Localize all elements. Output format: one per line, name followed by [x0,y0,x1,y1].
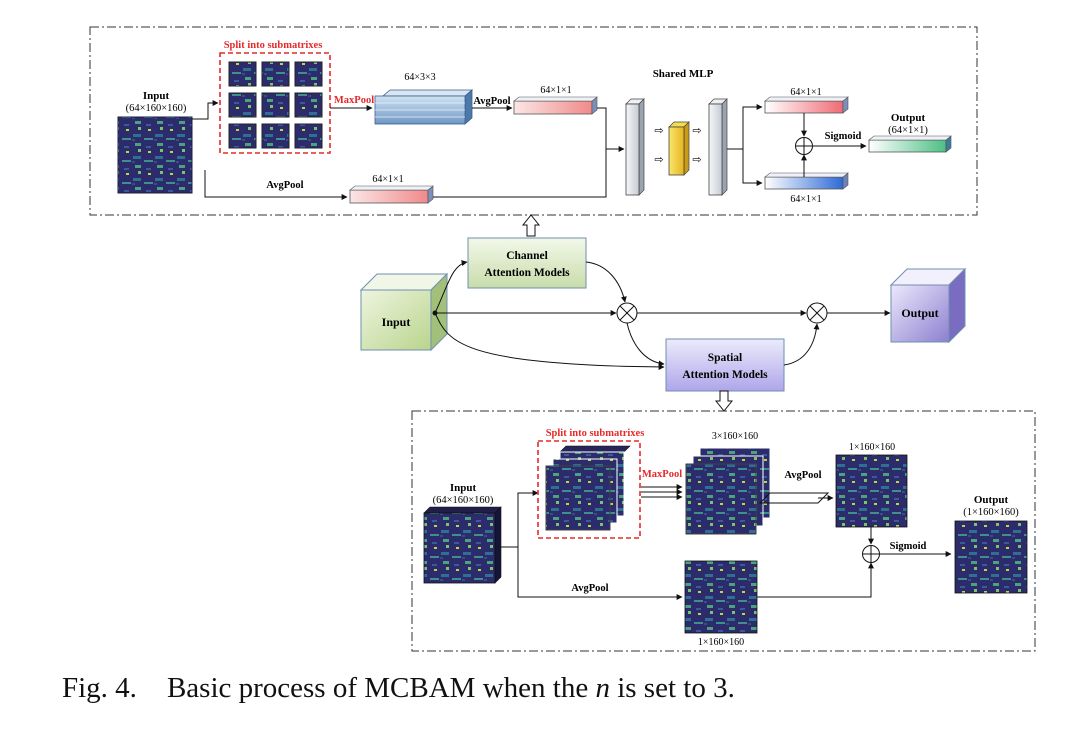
mlp-out-top-vector [764,96,849,114]
channel-output-dims: (64×1×1) [888,125,928,136]
channel-split-label: Split into submatrixes [224,40,323,51]
spatial-avgpool-sub-label: AvgPool [784,470,821,481]
multiply-node-2 [806,302,828,324]
spatial-sigmoid-label: Sigmoid [890,541,927,552]
spatial-avgpool-main-label: AvgPool [571,583,608,594]
main-output-cube [889,267,967,344]
svg-text:⇨: ⇨ [654,153,663,166]
channel-sum-node [795,137,813,155]
channel-output-label: Output [891,112,926,124]
channel-input-dims: (64×160×160) [126,103,187,114]
channel-input-heatmap [117,116,193,194]
mlp-out-bottom-dims: 64×1×1 [790,194,821,205]
channel-input-label: Input [143,90,170,102]
channel-panel-border [89,26,978,216]
spatial-avgpool-sub-map [835,454,908,528]
channel-split-box [219,52,331,154]
figure-caption: Fig. 4. Basic process of MCBAM when the n… [62,672,735,705]
spatial-maxpool-label: MaxPool [642,469,682,480]
channel-avgpool-main-label: AvgPool [266,180,303,191]
spatial-submatrix-stack [545,445,631,531]
expand-up-arrow-icon [521,214,541,237]
caption-text-before: Basic process of MCBAM when the [166,672,596,704]
channel-sigmoid-label: Sigmoid [825,131,862,142]
channel-maxpool-block [374,89,474,125]
channel-vector-maxpath [513,96,598,115]
spatial-panel-border [411,410,1036,652]
spatial-attention-line2: Attention Models [682,369,768,381]
channel-avgpool-sub-label: AvgPool [473,96,510,107]
svg-text:⇨: ⇨ [692,153,701,166]
channel-attention-line1: Channel [506,250,548,262]
spatial-maxpool-dims: 3×160×160 [712,431,758,442]
spatial-attention-panel: Input (64×160×160) Split into submatrixe… [411,410,1036,652]
spatial-output-map [954,520,1028,594]
channel-maxpool-dims: 64×3×3 [404,72,435,83]
spatial-input-cube [423,506,502,584]
channel-output-vector [868,135,952,153]
spatial-input-dims: (64×160×160) [433,495,494,506]
spatial-split-label: Split into submatrixes [546,428,645,439]
channel-attention-panel: Input (64×160×160) Split into submatrixe… [89,26,978,216]
mlp-out-top-dims: 64×1×1 [790,87,821,98]
caption-figure-number: Fig. 4. [62,672,137,704]
spatial-avgpool-main-dims: 1×160×160 [698,637,744,648]
mlp-out-bottom-vector [764,172,849,190]
spatial-attention-line1: Spatial [708,352,743,364]
spatial-avgpool-sub-dims: 1×160×160 [849,442,895,453]
main-input-cube [359,272,449,352]
channel-avgpool-sub-dims: 64×1×1 [540,85,571,96]
main-flow: Input Channel Attention Models Spatial A… [359,237,967,392]
channel-attention-box [467,237,587,289]
channel-attention-line2: Attention Models [484,267,570,279]
shared-mlp-label: Shared MLP [653,68,714,80]
channel-maxpool-label: MaxPool [334,95,374,106]
main-output-label: Output [901,306,938,320]
main-input-label: Input [382,315,411,329]
spatial-split-box [537,440,641,539]
caption-variable-n: n [595,672,610,704]
shared-mlp-block: ⇨ ⇨ ⇨ ⇨ [625,98,728,196]
channel-submatrix-grid [228,61,323,149]
caption-text-after: is set to 3. [609,672,735,704]
spatial-output-label: Output [974,494,1009,506]
spatial-maxpool-stack [685,447,771,535]
spatial-attention-box [665,338,785,392]
expand-down-arrow-icon [714,390,734,412]
spatial-avgpool-main-map [684,560,758,634]
svg-text:⇨: ⇨ [654,124,663,137]
svg-text:⇨: ⇨ [692,124,701,137]
spatial-output-dims: (1×160×160) [963,507,1019,518]
channel-avgpool-main-dims: 64×1×1 [372,174,403,185]
channel-vector-avgpath [349,185,434,204]
spatial-sum-node [862,545,880,563]
multiply-node-1 [616,302,638,324]
spatial-input-label: Input [450,482,477,494]
